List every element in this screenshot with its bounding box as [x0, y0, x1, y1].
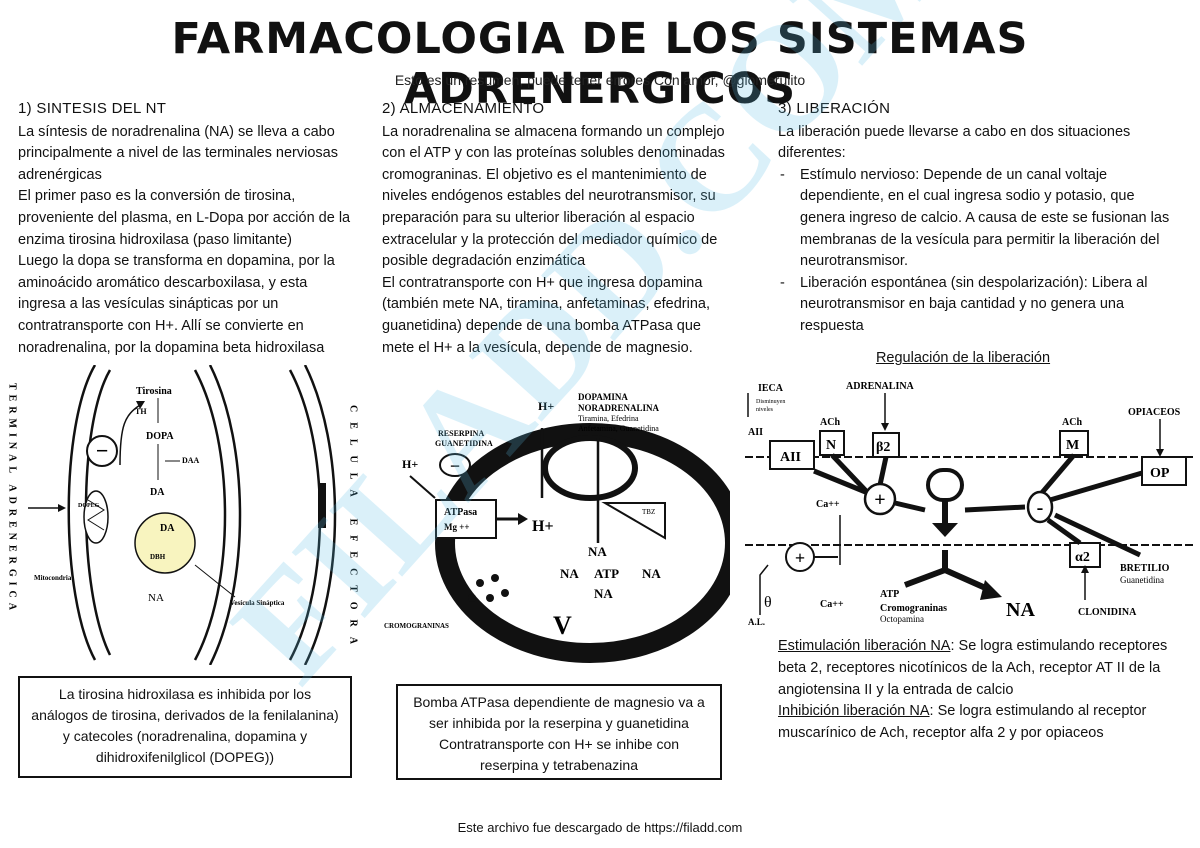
stim-plus: + — [874, 489, 885, 511]
stim-text: : Se logra estimulando receptores beta 2… — [778, 638, 1168, 698]
h-plus-top: H+ — [538, 399, 554, 413]
vesicle-v-label: V — [553, 611, 572, 640]
guanetidina-label: GUANETIDINA — [435, 439, 493, 448]
ieca-label: IECA — [758, 383, 784, 394]
da-vesicle-label: DA — [160, 523, 175, 534]
aii-receptor: AII — [780, 450, 801, 465]
atp-inner: ATP — [594, 566, 619, 581]
ca-label-2: Ca++ — [820, 599, 844, 610]
inhibition-minus: − — [96, 438, 109, 463]
sintesis-paragraph-1: La síntesis de noradrenalina (NA) se lle… — [18, 123, 338, 183]
section-liberacion: 3) LIBERACIÓN La liberación puede llevar… — [778, 98, 1183, 338]
celula-vertical-label: CELULA EFECTORA — [348, 405, 359, 654]
diagram-liberacion: IECA Disminuyen niveles AII AII ACh N AD… — [745, 381, 1195, 627]
page-subtitle: Esto es un resumen, puede tener errores … — [394, 72, 806, 88]
al-label: A.L. — [748, 617, 765, 627]
section-sintesis: 1) SINTESIS DEL NT La síntesis de noradr… — [18, 98, 358, 359]
dopa-label: DOPA — [146, 431, 174, 442]
na-inner-3: NA — [642, 566, 661, 581]
others-label: Tiramina, Efedrina — [578, 414, 639, 423]
cromograninas-label: CROMOGRANINAS — [384, 622, 449, 630]
octopamina-label: Octopamina — [880, 614, 924, 624]
list-item: Liberación espontánea (sin despolarizaci… — [778, 273, 1183, 338]
tbz-label: TBZ — [642, 508, 655, 516]
na-label: NA — [148, 592, 164, 604]
da-label: DA — [150, 487, 165, 498]
ach-label-1: ACh — [820, 417, 840, 428]
regulacion-title: Regulación de la liberación — [875, 350, 1051, 366]
section-heading-liberacion: 3) LIBERACIÓN — [778, 100, 891, 117]
mg-label: Mg ++ — [444, 522, 470, 532]
dopamina-label: DOPAMINA — [578, 392, 628, 402]
cromograninas-label-3: Cromograninas — [880, 603, 947, 614]
h-plus-left: H+ — [402, 457, 418, 471]
h-plus-inner: H+ — [532, 518, 554, 535]
diagram-sintesis: TERMINAL ADRENERGICA CELULA EFECTORA − T… — [7, 365, 359, 665]
section-almacenamiento: 2) ALMACENAMIENTO La noradrenalina se al… — [382, 98, 727, 359]
niveles-label: niveles — [756, 407, 774, 413]
na-inner-1: NA — [588, 544, 607, 559]
reserpina-minus: − — [450, 456, 460, 476]
tirosina-label: Tirosina — [136, 386, 172, 397]
almacenamiento-paragraph-2: El contratransporte con H+ que ingresa d… — [382, 274, 711, 356]
dbh-label: DBH — [150, 553, 166, 561]
inhib-text: : Se logra estimulando al receptor musca… — [778, 703, 1147, 742]
disminuyen-label: Disminuyen — [756, 399, 785, 405]
list-item: Estímulo nervioso: Depende de un canal v… — [778, 165, 1183, 273]
clonidina-label: CLONIDINA — [1078, 607, 1137, 618]
vesicula-label: Vesícula Sináptica — [230, 599, 285, 607]
theta-label: θ — [764, 594, 772, 611]
na-released: NA — [1006, 599, 1035, 621]
m-receptor: M — [1066, 438, 1079, 453]
noradrenalina-label: NORADRENALINA — [578, 403, 660, 413]
atpasa-label: ATPasa — [444, 507, 477, 518]
dopeg-label: DOPEG — [78, 503, 100, 509]
section-heading-sintesis: 1) SINTESIS DEL NT — [18, 100, 167, 117]
bretilio-label: BRETILIO — [1120, 563, 1170, 574]
adrenalina-label: ADRENALINA — [846, 381, 915, 392]
n-receptor: N — [826, 438, 836, 453]
op-receptor: OP — [1150, 466, 1170, 481]
sintesis-paragraph-3: Luego la dopa se transforma en dopamina,… — [18, 253, 335, 356]
daa-label: DAA — [182, 456, 200, 465]
stim-label: Estimulación liberación NA — [778, 638, 951, 654]
almacenamiento-note-box: Bomba ATPasa dependiente de magnesio va … — [396, 684, 722, 780]
th-label: TH — [135, 407, 147, 416]
sintesis-note-box: La tirosina hidroxilasa es inhibida por … — [18, 676, 352, 778]
opiaceos-label: OPIACEOS — [1128, 407, 1181, 418]
footer-link[interactable]: Este archivo fue descargado de https://f… — [457, 820, 743, 835]
inhib-minus: - — [1037, 497, 1044, 519]
terminal-vertical-label: TERMINAL ADRENERGICA — [7, 383, 18, 615]
ach-label-2: ACh — [1062, 417, 1082, 428]
almacenamiento-paragraph-1: La noradrenalina se almacena formando un… — [382, 123, 725, 270]
a2-receptor: α2 — [1075, 550, 1090, 565]
section-heading-almacenamiento: 2) ALMACENAMIENTO — [382, 100, 545, 117]
liberacion-paragraph-1: La liberación puede llevarse a cabo en d… — [778, 123, 1131, 162]
others-label-2: Anfetamina, Guanetidina — [578, 424, 659, 433]
reserpina-label: RESERPINA — [438, 429, 484, 438]
inhib-label: Inhibición liberación NA — [778, 703, 930, 720]
regulacion-text: Estimulación liberación NA: Se logra est… — [778, 636, 1183, 745]
mitocondria-label: Mitocondria — [34, 574, 72, 582]
na-inner-2: NA — [560, 566, 579, 581]
diagram-almacenamiento: H+ DOPAMINA NORADRENALINA Tiramina, Efed… — [384, 392, 730, 663]
sintesis-paragraph-2: El primer paso es la conversión de tiros… — [18, 188, 351, 248]
atp-label: ATP — [880, 589, 899, 600]
aii-label: AII — [748, 427, 763, 438]
liberacion-list: Estímulo nervioso: Depende de un canal v… — [778, 165, 1183, 338]
calcium-plus: + — [795, 548, 805, 568]
guanetidina-label-3: Guanetidina — [1120, 575, 1164, 585]
na-inner-4: NA — [594, 586, 613, 601]
ca-label-1: Ca++ — [816, 499, 840, 510]
page-title: FARMACOLOGIA DE LOS SISTEMAS ADRENERGICO… — [171, 14, 1029, 114]
b2-receptor: β2 — [876, 440, 890, 455]
